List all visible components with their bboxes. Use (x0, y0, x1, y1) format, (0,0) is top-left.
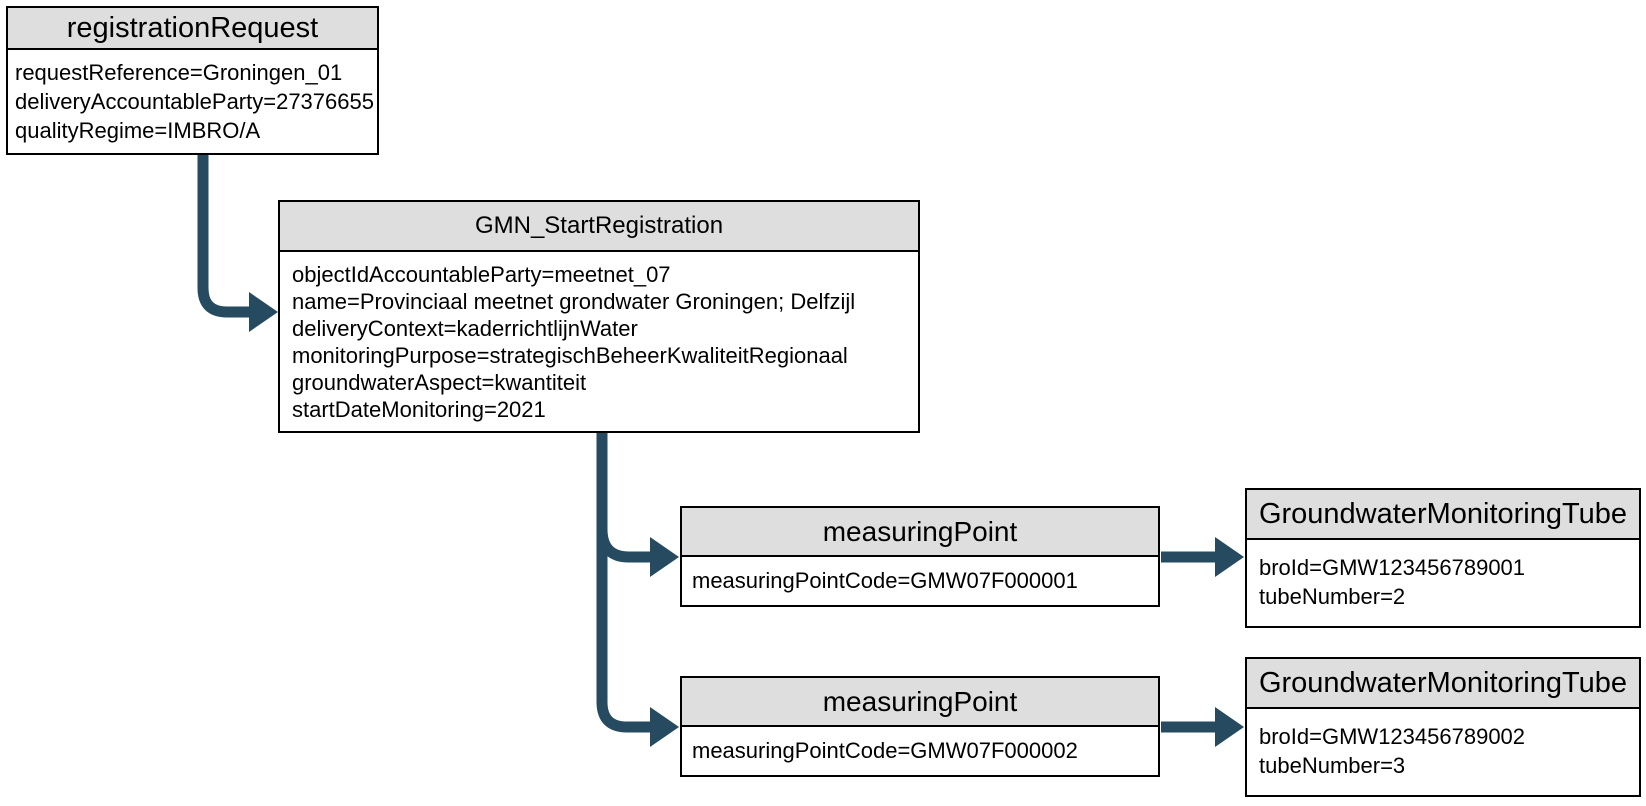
connector-measuring-point-1-to-tube-1 (1161, 537, 1244, 577)
node-field: measuringPointCode=GMW07F000001 (692, 568, 1078, 593)
node-body: requestReference=Groningen_01 deliveryAc… (8, 50, 377, 145)
node-groundwater-monitoring-tube-2: GroundwaterMonitoringTube broId=GMW12345… (1245, 657, 1641, 797)
node-field: deliveryContext=kaderrichtlijnWater (292, 316, 638, 341)
node-header: measuringPoint (682, 678, 1158, 727)
node-field: measuringPointCode=GMW07F000002 (692, 738, 1078, 763)
arrowhead (650, 537, 679, 577)
node-field: objectIdAccountableParty=meetnet_07 (292, 262, 671, 287)
node-title: GMN_StartRegistration (474, 212, 724, 239)
arrowhead (249, 292, 278, 332)
node-body: objectIdAccountableParty=meetnet_07 name… (280, 252, 918, 423)
node-field: monitoringPurpose=strategischBeheerKwali… (292, 343, 848, 368)
connector-registration-to-gmn (197, 155, 278, 332)
node-header: measuringPoint (682, 508, 1158, 557)
node-title: GroundwaterMonitoringTube (1258, 497, 1628, 530)
node-groundwater-monitoring-tube-1: GroundwaterMonitoringTube broId=GMW12345… (1245, 488, 1641, 628)
node-body: broId=GMW123456789002 tubeNumber=3 (1247, 709, 1639, 780)
node-field: startDateMonitoring=2021 (292, 397, 546, 422)
arrowhead (650, 707, 679, 747)
node-measuring-point-2: measuringPoint measuringPointCode=GMW07F… (680, 676, 1160, 777)
node-field: requestReference=Groningen_01 (15, 60, 343, 85)
node-gmn-start-registration: GMN_StartRegistration objectIdAccountabl… (278, 200, 920, 433)
node-field: tubeNumber=3 (1259, 753, 1406, 778)
node-body: measuringPointCode=GMW07F000001 (682, 557, 1158, 605)
node-registration-request: registrationRequest requestReference=Gro… (6, 6, 379, 155)
node-field: name=Provinciaal meetnet grondwater Gron… (292, 289, 856, 314)
node-title: measuringPoint (822, 515, 1018, 547)
node-header: GroundwaterMonitoringTube (1247, 659, 1639, 709)
arrowhead (1215, 537, 1244, 577)
node-measuring-point-1: measuringPoint measuringPointCode=GMW07F… (680, 506, 1160, 607)
node-body: measuringPointCode=GMW07F000002 (682, 727, 1158, 775)
node-field: groundwaterAspect=kwantiteit (292, 370, 587, 395)
node-header: GMN_StartRegistration (280, 202, 918, 252)
node-field: tubeNumber=2 (1259, 584, 1406, 609)
node-field: broId=GMW123456789002 (1259, 724, 1526, 749)
node-title: registrationRequest (66, 11, 319, 44)
node-field: deliveryAccountableParty=27376655 (15, 89, 374, 114)
node-header: GroundwaterMonitoringTube (1247, 490, 1639, 540)
node-header: registrationRequest (8, 8, 377, 50)
node-field: qualityRegime=IMBRO/A (15, 118, 261, 143)
node-title: measuringPoint (822, 685, 1018, 717)
connector-gmn-to-measuring-points (596, 433, 679, 747)
node-title: GroundwaterMonitoringTube (1258, 666, 1628, 699)
connector-measuring-point-2-to-tube-2 (1161, 707, 1244, 747)
node-field: broId=GMW123456789001 (1259, 555, 1526, 580)
node-body: broId=GMW123456789001 tubeNumber=2 (1247, 540, 1639, 611)
arrowhead (1215, 707, 1244, 747)
